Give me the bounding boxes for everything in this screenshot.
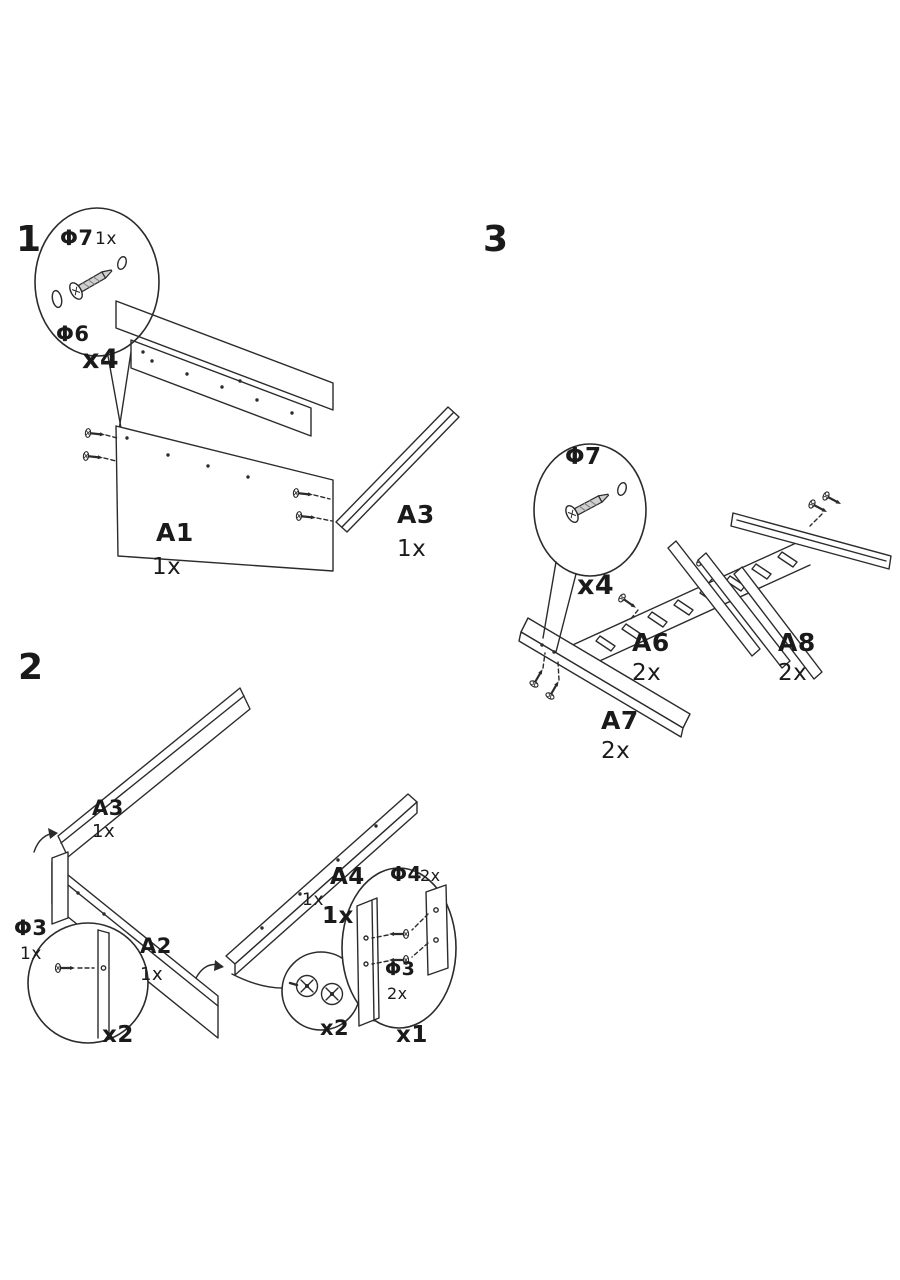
rail-a4-edge [234,801,418,976]
step1-drawing [34,207,460,572]
screw-icon [543,677,564,702]
step2-phi3-left-qty: 1x [20,944,42,964]
step2-mid-multiplier: x2 [320,1016,350,1040]
part-label-a3-step2: A3 [92,796,124,820]
part-label-a2: A2 [140,934,172,958]
loose-slat [733,566,823,680]
part-label-a8: A8 [778,628,816,657]
step2-drawing [27,687,457,1044]
part-qty-a3: 1x [397,536,427,562]
step3-phi7-label: Φ7 [565,444,602,470]
step2-number: 2 [18,647,44,688]
step2-phi4-qty: 2x [420,866,441,885]
part-label-a1: A1 [156,518,194,547]
step2-right-multiplier: x1 [396,1022,428,1048]
step2-left-callout-circle [27,922,149,1044]
step2-phi3-left-label: Φ3 [14,916,48,940]
screw-phi7-icon [562,486,614,525]
loose-slat [697,552,791,669]
step3-callout-circle [533,443,647,577]
screw-icon [616,591,640,613]
step1-phi7-qty: 1x [95,229,117,249]
screw-icon [527,665,548,690]
headboard-top-rail [115,300,334,411]
part-qty-a7: 2x [601,738,631,764]
washer-phi6-icon [51,289,63,309]
screw-icon [83,427,107,441]
step1-number: 1 [16,219,42,260]
bracket-panel [425,884,449,976]
loose-slat [667,540,761,657]
step2-assembly-qty: 1x [322,903,354,929]
disc-icon [116,255,128,271]
step3-number: 3 [483,219,509,260]
part-label-a4: A4 [330,864,365,890]
part-qty-a1: 1x [152,554,182,580]
part-qty-a8: 2x [778,660,808,686]
part-qty-a2: 1x [140,964,164,985]
screw-icon [81,450,105,464]
step2-left-multiplier: x2 [102,1022,134,1048]
corner-post [51,851,69,925]
rotate-arrow-head [48,828,58,839]
screw-icon [806,497,831,517]
panel-a1 [115,425,334,572]
part-qty-a4: 1x [302,890,324,910]
step3-drawing [518,443,892,738]
part-label-a3: A3 [397,500,435,529]
step1-phi6-label: Φ6 [56,322,90,346]
rail-holes [141,350,294,415]
panel-a1-holes [125,436,250,479]
part-qty-a6: 2x [632,660,662,686]
part-label-a6: A6 [632,628,670,657]
step3-multiplier: x4 [577,570,615,601]
step2-phi4-label: Φ4 [390,862,422,886]
step2-phi3-right-label: Φ3 [385,958,416,980]
screw-icon [820,489,845,509]
disc-icon [616,481,628,497]
step1-phi7-label: Φ7 [60,226,94,250]
step1-callout-circle [34,207,160,357]
part-qty-a3-step2: 1x [92,821,116,842]
rail-a7-edge [518,631,684,738]
step2-phi3-right-qty: 2x [387,984,408,1003]
part-label-a7: A7 [601,706,639,735]
rotate-arrow-head [214,960,224,971]
step1-multiplier: x4 [82,344,120,375]
rail-a3-step2 [57,687,251,858]
screw-phi7-icon [66,262,117,302]
post-detail [356,897,380,1027]
